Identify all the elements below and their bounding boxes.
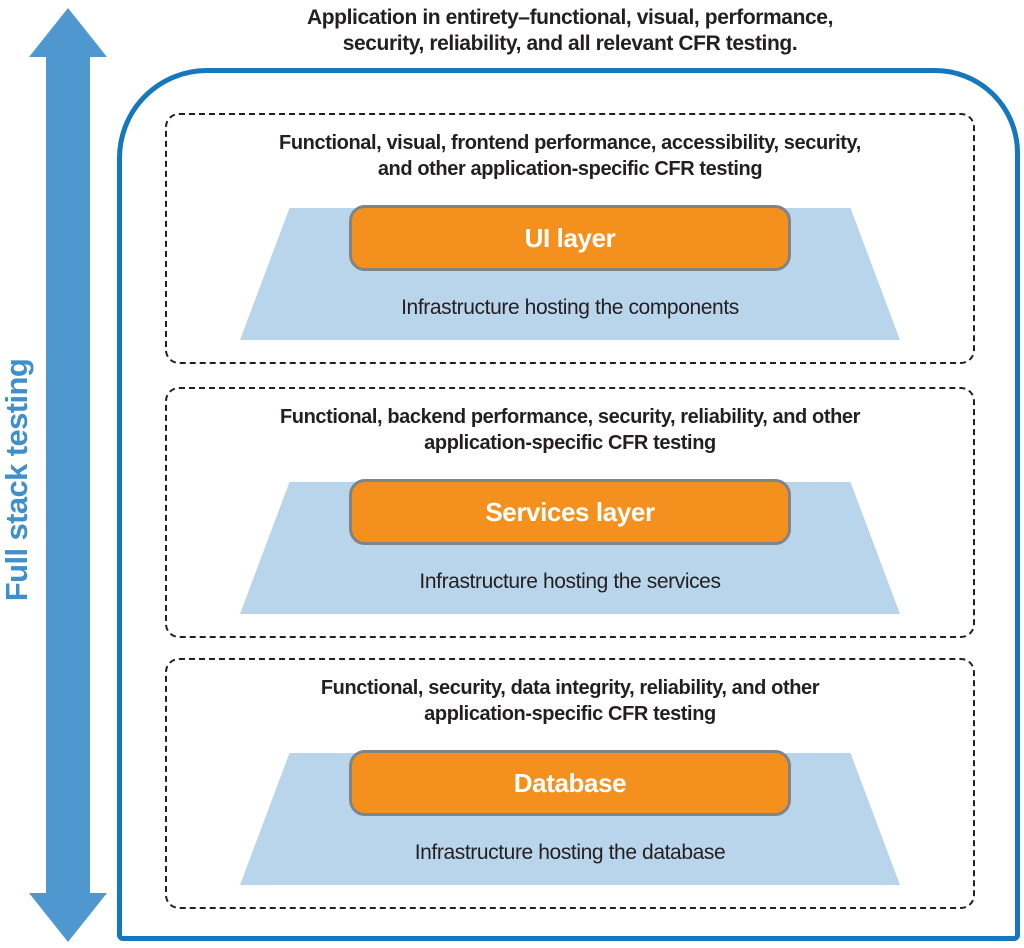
infrastructure-label: Infrastructure hosting the database: [414, 841, 726, 864]
database-layer-box: Database: [349, 750, 791, 816]
infrastructure-label: Infrastructure hosting the components: [401, 296, 739, 319]
section-heading-line-1: Functional, security, data integrity, re…: [320, 677, 820, 699]
section-heading-line-1: Functional, backend performance, securit…: [279, 406, 861, 428]
section-heading-line-2: and other application-specific CFR testi…: [377, 158, 763, 180]
page-title: Application in entirety–functional, visu…: [170, 5, 970, 56]
section-heading-line-2: application-specific CFR testing: [424, 703, 716, 725]
layer-label: UI layer: [524, 222, 616, 253]
page-title-line-1: Application in entirety–functional, visu…: [306, 6, 834, 29]
full-stack-testing-label: Full stack testing: [0, 358, 34, 602]
ui-layer-box: UI layer: [349, 205, 791, 271]
layer-label: Database: [513, 767, 627, 798]
section-database: Functional, security, data integrity, re…: [165, 658, 975, 909]
section-heading: Functional, backend performance, securit…: [167, 404, 973, 456]
services-layer-box: Services layer: [349, 479, 791, 545]
infrastructure-label: Infrastructure hosting the services: [419, 570, 721, 593]
section-services-layer: Functional, backend performance, securit…: [165, 387, 975, 638]
section-heading: Functional, security, data integrity, re…: [167, 675, 973, 727]
section-ui-layer: Functional, visual, frontend performance…: [165, 113, 975, 364]
section-heading-line-1: Functional, visual, frontend performance…: [279, 132, 861, 154]
page-title-line-2: security, reliability, and all relevant …: [342, 31, 798, 55]
full-stack-double-arrow-icon: [29, 8, 107, 942]
section-heading: Functional, visual, frontend performance…: [167, 130, 973, 182]
layer-label: Services layer: [485, 496, 655, 527]
section-heading-line-2: application-specific CFR testing: [424, 432, 716, 454]
